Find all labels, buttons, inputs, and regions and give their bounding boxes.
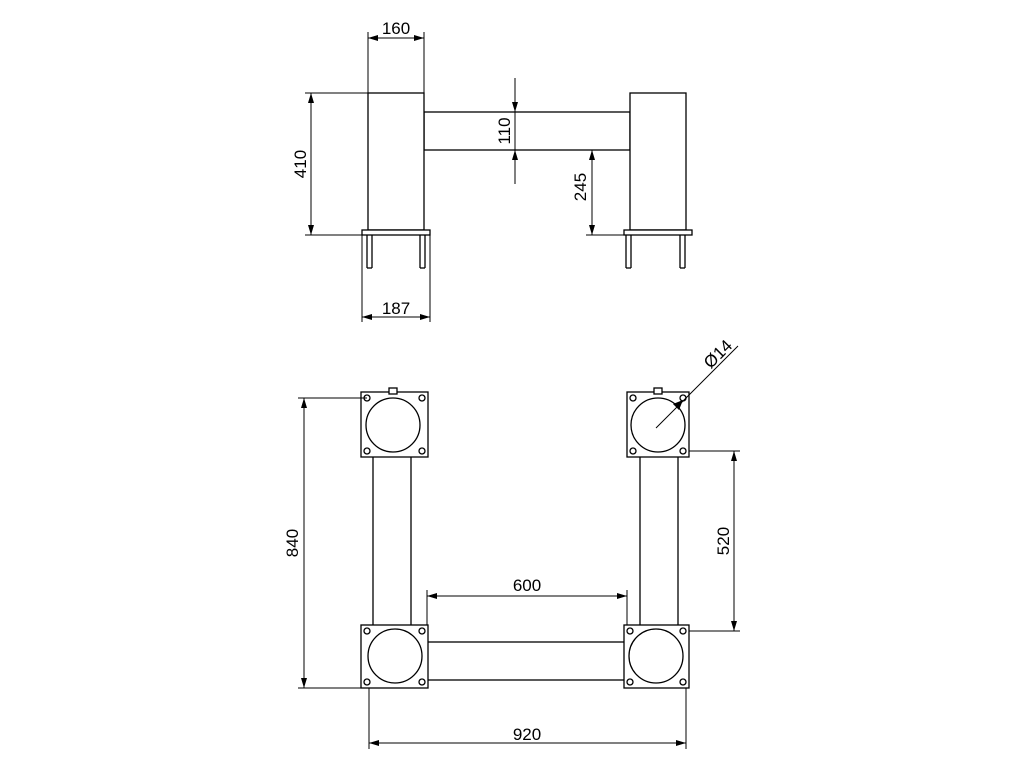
side-right-post	[629, 92, 687, 231]
plate-bottom-left	[360, 624, 429, 689]
dim-160: 160	[367, 19, 425, 93]
dim-label: 920	[513, 725, 541, 744]
plate-top-left	[360, 387, 429, 458]
dim-600: 600	[426, 576, 628, 625]
plate-top-right	[626, 387, 690, 458]
plan-bottom-beam	[421, 641, 633, 681]
side-right-base	[623, 229, 693, 269]
side-left-base	[361, 229, 431, 269]
side-beam	[423, 111, 631, 151]
plan-right-arm	[639, 444, 679, 646]
dim-label: 840	[283, 529, 302, 557]
dim-245: 245	[571, 149, 630, 236]
dim-110: 110	[495, 78, 518, 184]
dim-label: 160	[382, 19, 410, 38]
dim-label: 410	[291, 150, 310, 178]
plate-bottom-right	[623, 624, 690, 689]
dim-label: 520	[714, 527, 733, 555]
side-left-post	[367, 92, 425, 231]
side-view: 160 410 110 245	[291, 19, 693, 322]
plan-view: Ø14 840 600 520	[283, 336, 740, 749]
plan-left-arm	[372, 444, 412, 646]
dim-840: 840	[283, 397, 367, 689]
dim-label: 110	[495, 117, 514, 144]
dim-label: 187	[382, 299, 410, 318]
dim-187: 187	[361, 235, 431, 322]
dim-520: 520	[689, 450, 740, 632]
dim-410: 410	[291, 92, 368, 236]
dim-label: Ø14	[700, 336, 736, 372]
dim-920: 920	[368, 688, 687, 749]
dim-label: 600	[513, 576, 541, 595]
dim-label: 245	[571, 173, 590, 201]
